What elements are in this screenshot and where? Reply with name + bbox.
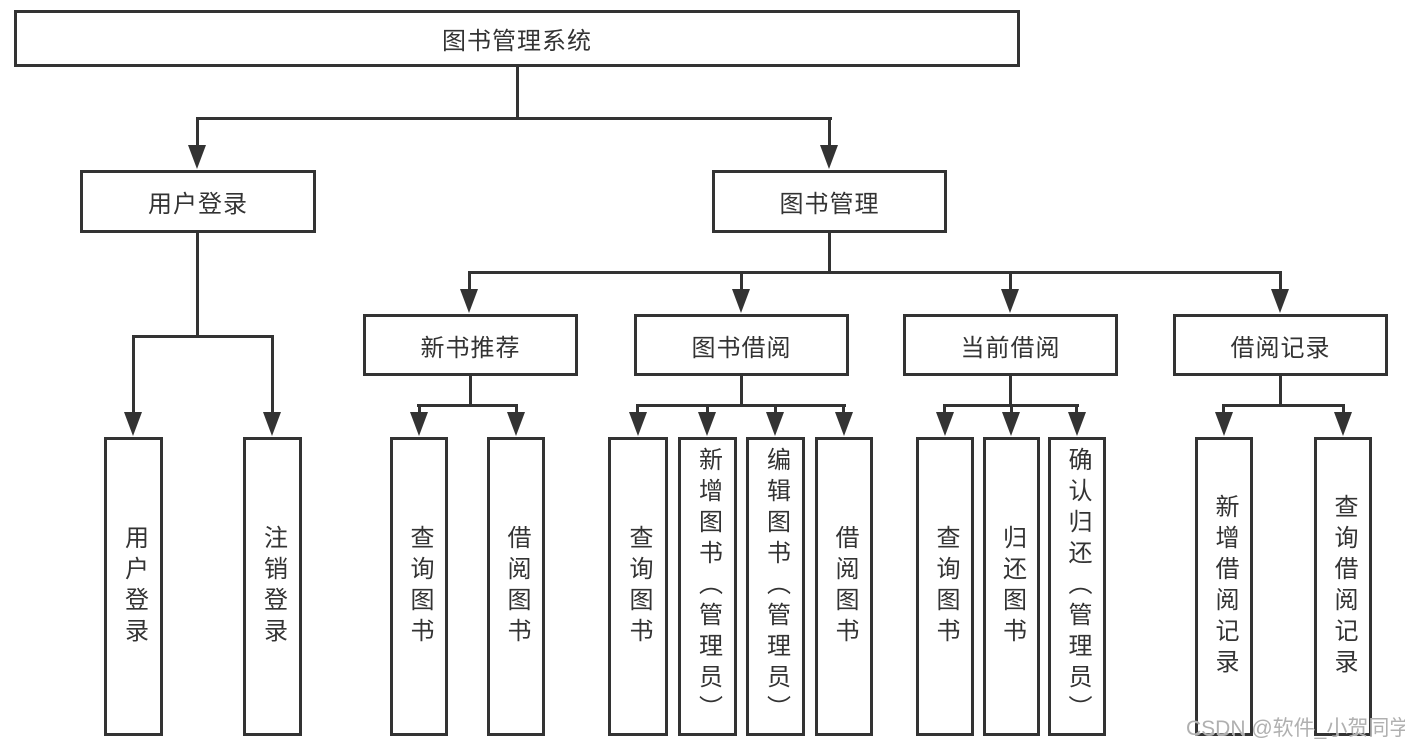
arrow-down-icon <box>1271 289 1289 313</box>
leaf-query-books-b: 查询图书 <box>608 437 668 736</box>
node-new-book-recommend-label: 新书推荐 <box>420 334 521 362</box>
connector-vline <box>1075 404 1078 416</box>
leaf-query-borrow-record: 查询借阅记录 <box>1314 437 1372 736</box>
leaf-confirm-return-admin-label: 确认归还（管理员） <box>1064 447 1091 726</box>
connector-vline <box>706 404 709 416</box>
arrow-down-icon <box>835 412 853 436</box>
node-current-borrowing: 当前借阅 <box>903 314 1118 376</box>
arrow-down-icon <box>1002 412 1020 436</box>
leaf-query-books-a: 查询图书 <box>390 437 448 736</box>
connector-vline <box>418 404 421 416</box>
node-root: 图书管理系统 <box>14 10 1020 67</box>
connector-vline <box>515 404 518 416</box>
connector-vline <box>132 335 135 413</box>
node-book-management-label: 图书管理 <box>779 191 880 218</box>
leaf-borrow-books-a-label: 借阅图书 <box>503 524 530 649</box>
connector-vline <box>828 233 831 272</box>
connector-vline <box>196 117 199 147</box>
leaf-query-books-c-label: 查询图书 <box>932 524 959 649</box>
watermark: CSDN @软件_小贺同学 <box>1186 717 1405 740</box>
leaf-return-books-label: 归还图书 <box>998 524 1026 649</box>
connector-vline <box>1010 404 1013 416</box>
connector-vline <box>740 271 743 292</box>
leaf-user-login: 用户登录 <box>104 437 163 736</box>
leaf-logout: 注销登录 <box>243 437 302 736</box>
connector-vline <box>1279 376 1282 406</box>
arrow-down-icon <box>1001 289 1019 313</box>
leaf-borrow-books-a: 借阅图书 <box>487 437 545 736</box>
connector-vline <box>1222 404 1225 416</box>
connector-vline <box>196 233 199 336</box>
leaf-return-books: 归还图书 <box>983 437 1040 736</box>
connector-hline <box>132 335 274 338</box>
arrow-down-icon <box>1334 412 1352 436</box>
connector-vline <box>1342 404 1345 416</box>
arrow-down-icon <box>629 412 647 436</box>
arrow-down-icon <box>188 145 206 169</box>
leaf-logout-label: 注销登录 <box>259 524 287 649</box>
leaf-add-book-admin-label: 新增图书（管理员） <box>694 447 722 726</box>
connector-vline <box>1009 271 1012 292</box>
leaf-add-borrow-record: 新增借阅记录 <box>1195 437 1253 736</box>
arrow-down-icon <box>124 412 142 436</box>
connector-hline <box>1222 404 1345 407</box>
leaf-borrow-books-b-label: 借阅图书 <box>831 524 858 649</box>
leaf-confirm-return-admin: 确认归还（管理员） <box>1048 437 1106 736</box>
leaf-query-books-c: 查询图书 <box>916 437 974 736</box>
arrow-down-icon <box>766 412 784 436</box>
arrow-down-icon <box>732 289 750 313</box>
arrow-down-icon <box>1068 412 1086 436</box>
leaf-query-books-a-label: 查询图书 <box>406 524 433 649</box>
connector-vline <box>943 404 946 416</box>
arrow-down-icon <box>1215 412 1233 436</box>
arrow-down-icon <box>410 412 428 436</box>
node-borrowing-records: 借阅记录 <box>1173 314 1388 376</box>
connector-vline <box>636 404 639 416</box>
node-root-label: 图书管理系统 <box>442 28 592 55</box>
arrow-down-icon <box>460 289 478 313</box>
node-user-login-label: 用户登录 <box>148 191 248 218</box>
arrow-down-icon <box>263 412 281 436</box>
connector-vline <box>828 117 831 147</box>
connector-vline <box>516 67 519 118</box>
leaf-query-borrow-record-label: 查询借阅记录 <box>1330 493 1357 680</box>
arrow-down-icon <box>507 412 525 436</box>
node-book-borrowing-label: 图书借阅 <box>691 334 792 362</box>
node-current-borrowing-label: 当前借阅 <box>960 334 1061 362</box>
node-user-login: 用户登录 <box>80 170 316 233</box>
leaf-user-login-label: 用户登录 <box>120 524 148 649</box>
leaf-edit-book-admin-label: 编辑图书（管理员） <box>762 447 790 726</box>
leaf-edit-book-admin: 编辑图书（管理员） <box>746 437 805 736</box>
connector-vline <box>469 376 472 406</box>
connector-vline <box>468 271 471 292</box>
connector-hline <box>468 271 1282 274</box>
arrow-down-icon <box>820 145 838 169</box>
connector-vline <box>1009 376 1012 406</box>
connector-hline <box>636 404 846 407</box>
connector-vline <box>842 404 845 416</box>
connector-vline <box>740 376 743 406</box>
node-new-book-recommend: 新书推荐 <box>363 314 578 376</box>
leaf-borrow-books-b: 借阅图书 <box>815 437 873 736</box>
connector-hline <box>417 404 518 407</box>
leaf-add-borrow-record-label: 新增借阅记录 <box>1211 493 1238 680</box>
arrow-down-icon <box>698 412 716 436</box>
arrow-down-icon <box>936 412 954 436</box>
connector-hline <box>196 117 832 120</box>
connector-vline <box>1279 271 1282 292</box>
leaf-add-book-admin: 新增图书（管理员） <box>678 437 737 736</box>
leaf-query-books-b-label: 查询图书 <box>625 524 652 649</box>
node-borrowing-records-label: 借阅记录 <box>1230 334 1331 362</box>
connector-vline <box>271 335 274 413</box>
node-book-management: 图书管理 <box>712 170 947 233</box>
node-book-borrowing: 图书借阅 <box>634 314 849 376</box>
connector-vline <box>774 404 777 416</box>
